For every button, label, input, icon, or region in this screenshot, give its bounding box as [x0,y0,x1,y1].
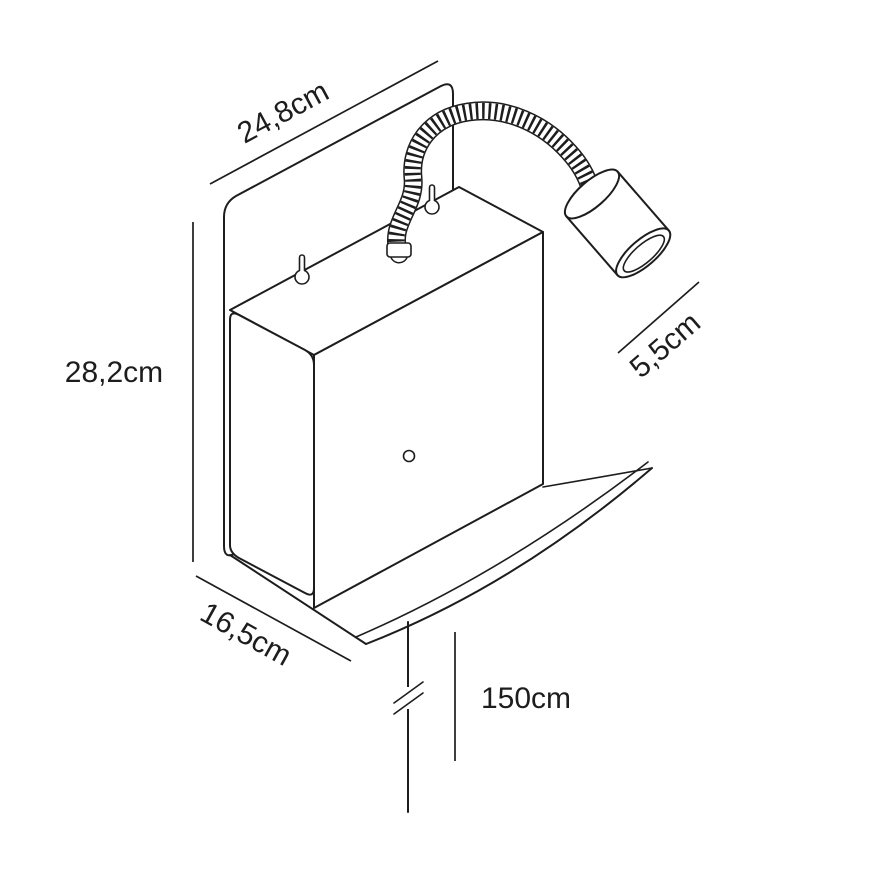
spotlight-inner-rim [622,234,666,273]
dim-label-bottom-depth: 16,5cm [195,596,297,673]
spotlight-front-rim [615,227,672,279]
gooseneck-base-collar [386,242,412,258]
dim-label-cable-length: 150cm [481,682,571,715]
dim-label-side-height: 28,2cm [65,356,163,389]
keyhole-icon [424,184,440,215]
power-cable [393,621,424,813]
gooseneck-arm [386,101,601,264]
dimension-lines [192,60,700,761]
lamp-drawing [223,83,672,813]
gooseneck-body [388,102,599,262]
cable-break-tick-2 [393,692,424,715]
spotlight-head [563,168,672,279]
shelf-left-bottom-edge [229,554,367,645]
cable-break-tick-1 [393,681,424,704]
box-side-face [229,312,315,596]
shelf-front-lip-top [355,461,649,638]
dimension-line-bottom-depth [195,575,352,662]
dimension-line-head-size [617,281,700,354]
keyhole-slot-left [294,254,310,285]
switch-dot [402,449,416,463]
dim-label-top-width: 24,8cm [232,75,334,151]
shelf-right-top-edge [542,467,653,488]
shelf-front-lip-bottom [365,467,653,645]
shelf-surface [232,468,652,644]
keyhole-icon [294,254,310,285]
keyhole-slot-right [424,184,440,215]
dim-label-head-size: 5,5cm [624,306,707,385]
spotlight-top-edge [616,170,670,232]
spotlight-bottom-edge [565,215,619,277]
dimension-line-top-width [209,60,439,185]
